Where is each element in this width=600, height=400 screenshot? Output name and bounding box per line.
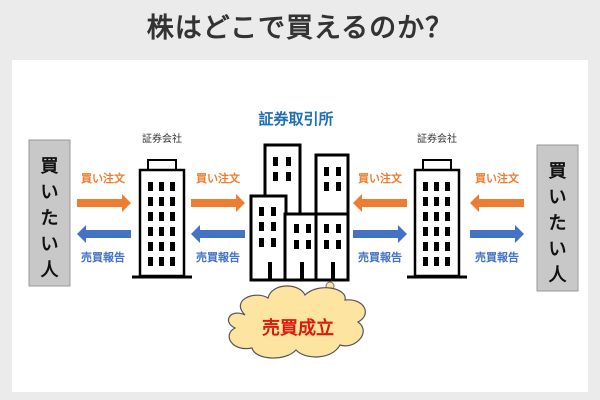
arrow-left-icon xyxy=(77,225,131,243)
trade-report-label: 売買報告 xyxy=(358,250,402,264)
svg-text:人: 人 xyxy=(41,260,60,281)
arrow-left-icon xyxy=(470,194,524,212)
svg-text:買: 買 xyxy=(41,156,59,177)
arrow-left-icon xyxy=(353,194,407,212)
broker-label: 証券会社 xyxy=(142,132,182,145)
arrow-right-icon xyxy=(353,225,407,243)
svg-text:買: 買 xyxy=(549,161,567,182)
arrow-right-icon xyxy=(470,225,524,243)
trade-report-label: 売買報告 xyxy=(196,250,240,264)
office-building-icon xyxy=(407,159,467,279)
trade-report-label: 売買報告 xyxy=(475,250,519,264)
arrow-left-icon xyxy=(191,225,245,243)
svg-text:い: い xyxy=(549,239,567,260)
trade-report-label: 売買報告 xyxy=(81,250,125,264)
svg-text:い: い xyxy=(41,182,59,203)
broker-left: 証券会社 xyxy=(132,132,192,279)
svg-text:い: い xyxy=(41,234,59,255)
arrow-right-icon xyxy=(77,194,131,212)
arrow-right-icon xyxy=(191,194,245,212)
svg-text:い: い xyxy=(549,187,567,208)
broker-right: 証券会社 xyxy=(407,132,467,279)
svg-text:た: た xyxy=(41,208,59,229)
buyer-right: 買 い た い 人 xyxy=(536,144,579,292)
buy-order-label: 買い注文 xyxy=(81,171,126,185)
buy-order-label: 買い注文 xyxy=(475,171,520,185)
svg-text:人: 人 xyxy=(549,265,568,286)
buyer-left: 買 い た い 人 xyxy=(28,139,71,287)
exchange-label: 証券取引所 xyxy=(258,110,333,128)
deal-done-label: 売買成立 xyxy=(262,317,334,339)
page-title: 株はどこで買えるのか？ xyxy=(146,13,454,44)
svg-text:た: た xyxy=(549,213,567,234)
buy-order-label: 買い注文 xyxy=(358,171,403,185)
office-building-icon xyxy=(132,159,192,279)
deal-cloud: 売買成立 xyxy=(227,281,366,359)
exchange-building-icon xyxy=(249,143,350,282)
buy-order-label: 買い注文 xyxy=(196,171,241,185)
broker-label: 証券会社 xyxy=(417,132,457,145)
